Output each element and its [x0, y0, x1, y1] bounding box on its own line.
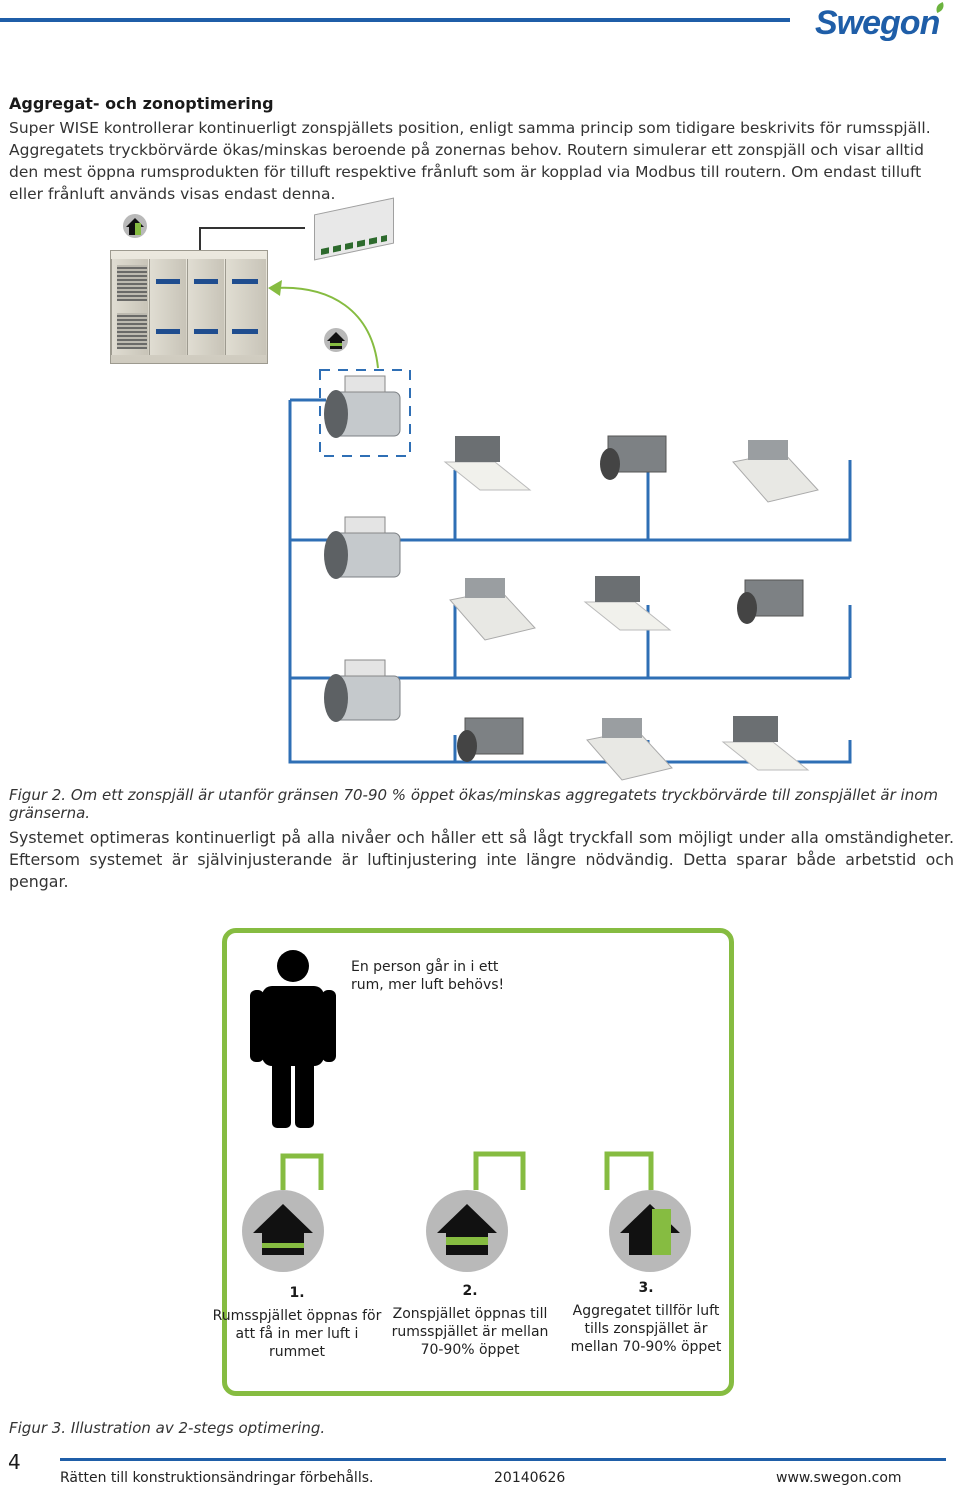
footer-rule	[60, 1458, 946, 1461]
footer-website[interactable]: www.swegon.com	[776, 1470, 902, 1486]
figure-2-caption: Figur 2. Om ett zonspjäll är utanför grä…	[9, 786, 939, 822]
room-diffuser	[586, 718, 673, 781]
footer-date: 20140626	[494, 1470, 566, 1486]
figure-3-caption: Figur 3. Illustration av 2-stegs optimer…	[9, 1419, 326, 1437]
room-diffuser	[732, 440, 819, 503]
router-simulated-zone-frame	[319, 369, 411, 457]
ahu-router-connector	[199, 227, 305, 250]
room-damper	[737, 579, 804, 624]
arrow-head-icon	[268, 280, 282, 296]
person-scenario-text: En person går in i ett rum, mer luft beh…	[351, 959, 505, 993]
step-1-text: Rumsspjället öppnas för att få in mer lu…	[212, 1308, 382, 1360]
room-damper	[600, 435, 667, 480]
intro-paragraph: Super WISE kontrollerar kontinuerligt zo…	[9, 119, 931, 203]
figure-3-frame	[222, 928, 734, 1396]
section-heading: Aggregat- och zonoptimering	[9, 94, 274, 113]
house-room-icon	[324, 328, 348, 352]
zone-damper	[324, 375, 401, 438]
room-damper	[457, 717, 524, 762]
feedback-arrow	[274, 286, 379, 369]
body-paragraph: Systemet optimeras kontinuerligt på alla…	[9, 828, 954, 891]
house-zone-icon	[123, 214, 147, 238]
figure-3-diagram	[242, 950, 691, 1272]
house-room-icon	[242, 1190, 324, 1272]
step-connectors	[280, 1151, 654, 1190]
footer-disclaimer: Rätten till konstruktionsändringar förbe…	[60, 1470, 374, 1486]
page-number: 4	[8, 1450, 21, 1474]
room-diffuser	[449, 578, 536, 641]
zone-damper	[324, 516, 401, 579]
step-3-text: Aggregatet tillför luft tills zonspjälle…	[570, 1303, 722, 1355]
step-1-number: 1.	[289, 1285, 305, 1301]
step-2-text: Zonspjället öppnas till rumsspjället är …	[391, 1306, 549, 1358]
room-diffuser	[721, 716, 810, 771]
room-diffuser	[583, 576, 672, 631]
person-icon	[250, 950, 336, 1128]
room-diffuser	[443, 436, 532, 491]
house-zone-icon	[426, 1190, 508, 1272]
swegon-logo: Swegon	[815, 4, 940, 42]
figure-2-diagram	[123, 214, 852, 781]
step-3-number: 3.	[638, 1280, 654, 1296]
zone-damper	[324, 659, 401, 722]
header-rule	[0, 18, 790, 22]
step-2-number: 2.	[462, 1283, 478, 1299]
house-unit-icon	[609, 1190, 691, 1272]
air-handling-unit	[110, 250, 268, 364]
